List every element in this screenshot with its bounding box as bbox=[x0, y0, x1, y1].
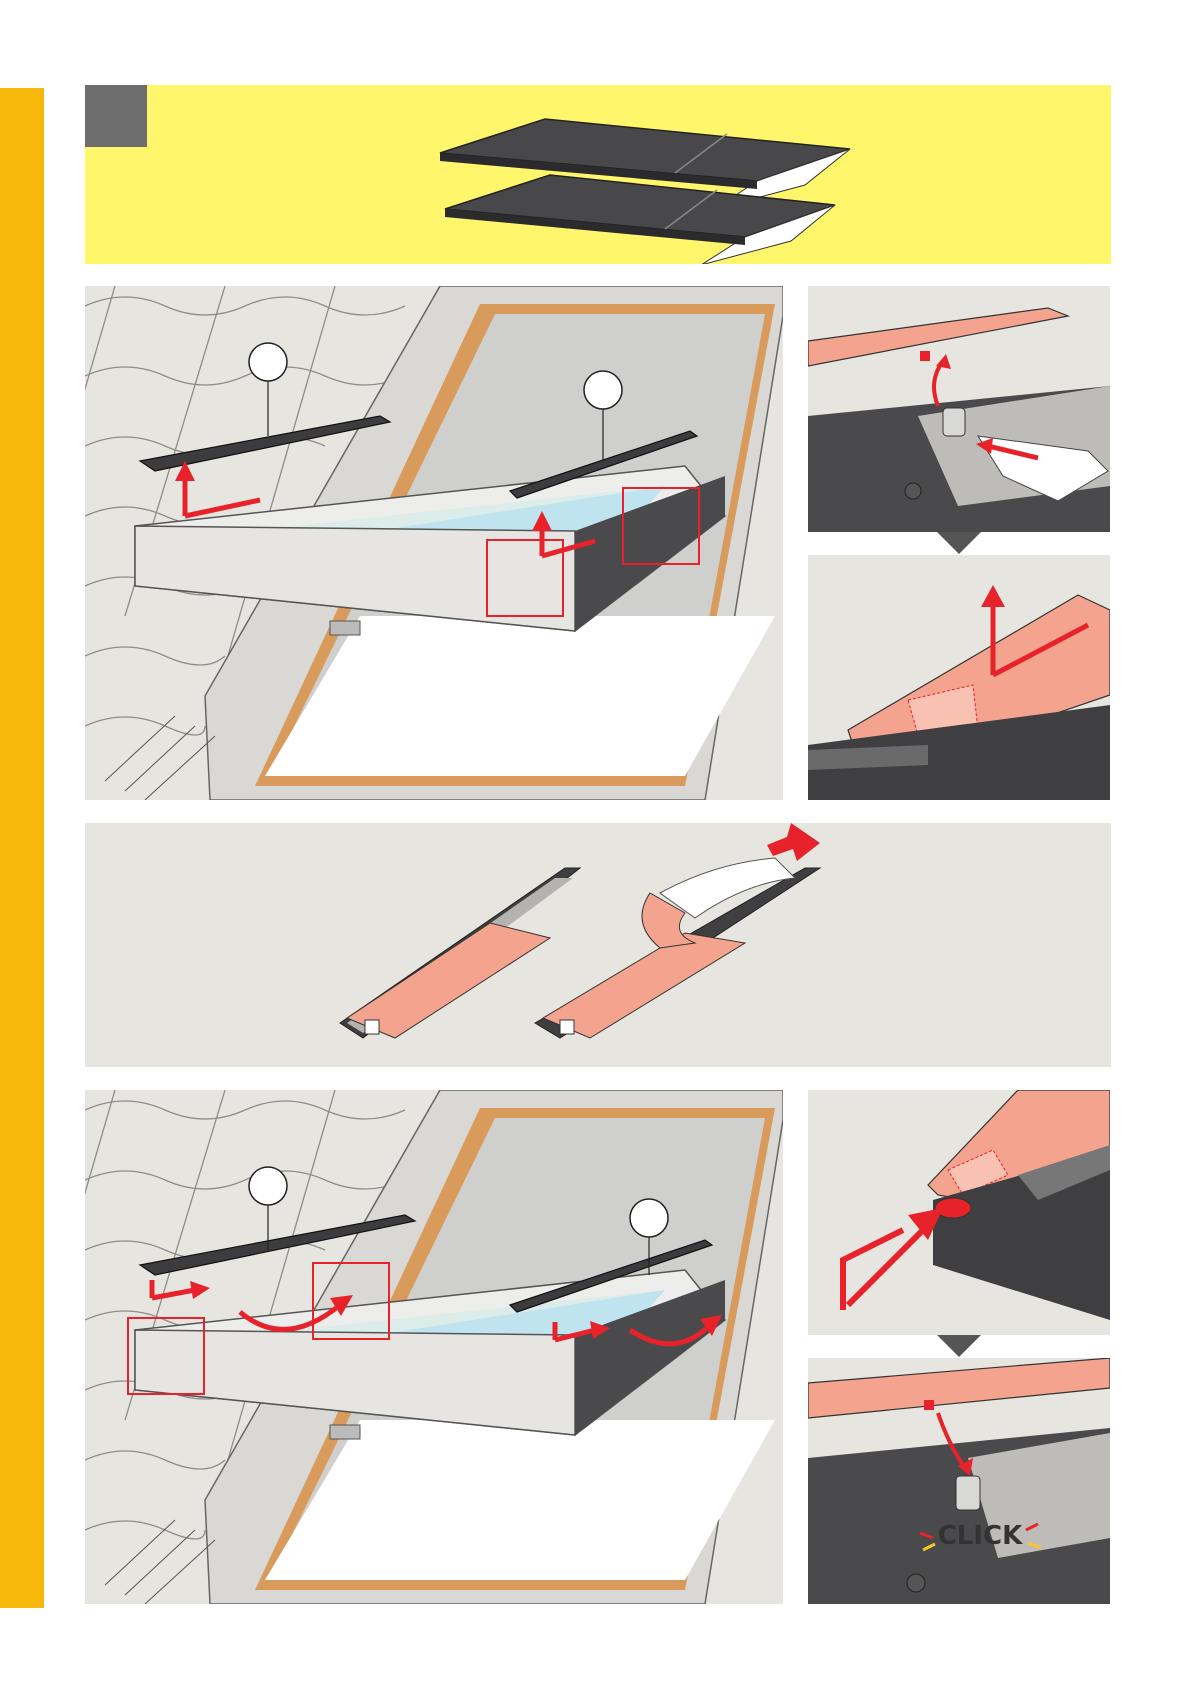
parts-panel bbox=[85, 85, 1111, 264]
lift-detail-illustration bbox=[808, 555, 1110, 800]
click-detail-illustration: CLICK bbox=[808, 1358, 1110, 1604]
accent-sidebar bbox=[0, 88, 44, 1608]
arrow-down-icon bbox=[937, 1335, 981, 1357]
window-illustration-attach bbox=[85, 1090, 783, 1604]
click-label: CLICK bbox=[938, 1521, 1023, 1551]
arrow-down-icon bbox=[937, 532, 981, 554]
slide-detail-illustration bbox=[808, 1090, 1110, 1335]
detail-release-panel bbox=[808, 286, 1110, 532]
flashing-strips-illustration bbox=[85, 85, 1111, 264]
window-illustration bbox=[85, 286, 783, 800]
detail-lift-panel bbox=[808, 555, 1110, 800]
detail-click-panel: CLICK bbox=[808, 1358, 1110, 1604]
release-detail-illustration bbox=[808, 286, 1110, 532]
detail-slide-panel bbox=[808, 1090, 1110, 1335]
window-attach-panel bbox=[85, 1090, 783, 1604]
tape-strip-illustration bbox=[85, 823, 1111, 1067]
tape-panel bbox=[85, 823, 1111, 1067]
window-remove-panel bbox=[85, 286, 783, 800]
